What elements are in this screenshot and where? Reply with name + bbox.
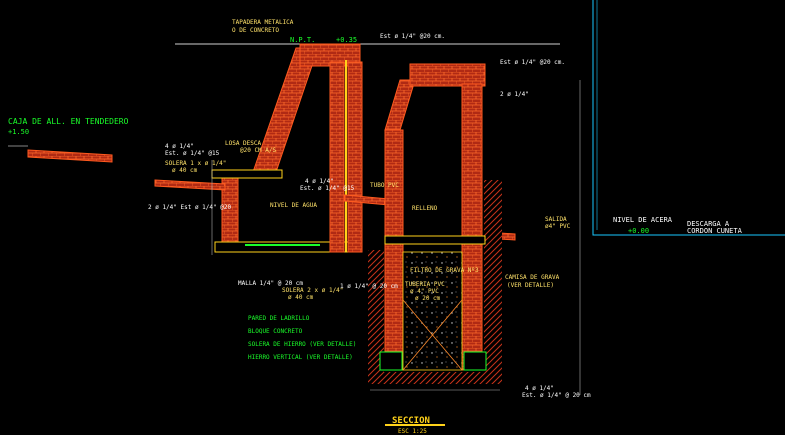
soleras-bottom: SOLERA 2 x ø 1/4" — [282, 287, 343, 294]
rubble-right — [484, 180, 502, 380]
est-left: Est. ø 1/4" @15 — [165, 150, 220, 157]
caja-level: +1.50 — [8, 128, 29, 136]
camisa-label-2: (VER DETALLE) — [507, 282, 554, 289]
left-pipe — [8, 145, 113, 163]
frame-line — [592, 0, 785, 236]
gravel-filter — [402, 251, 463, 371]
n20-label: @20 CM A/S — [240, 147, 277, 154]
malla-label: MALLA 1/4" @ 20 cm — [238, 280, 303, 287]
bars-bottom: 1 ø 1/4" @ 20 cm — [340, 283, 398, 290]
tubo-label-2: ø 4" PVC — [410, 288, 439, 295]
losa-label: LOSA DESCA — [225, 140, 262, 147]
relleno-label: RELLENO — [412, 205, 438, 212]
bottom-block-right — [463, 351, 487, 371]
tapadera-label: TAPADERA METALICA — [232, 19, 294, 26]
legend-2: BLOQUE CONCRETO — [248, 328, 303, 335]
tapadera-label-2: O DE CONCRETO — [232, 27, 279, 34]
caja-title: CAJA DE ALL. EN TENDEDERO — [8, 117, 129, 126]
right-cover — [409, 63, 486, 87]
descarga-label: DESCARGA A — [687, 220, 730, 228]
gravel-diagonals — [402, 299, 463, 371]
left-mid-pipe — [154, 179, 226, 191]
mid-shaft-right — [347, 61, 363, 253]
legend-3: SOLERA DE HIERRO (VER DETALLE) — [248, 341, 356, 348]
npt-label: N.P.T. — [290, 36, 315, 44]
right-wall-right — [461, 83, 483, 371]
cordon-label: CORDON CUNETA — [687, 227, 743, 235]
salida-label: SALIDA — [545, 216, 567, 223]
npt-level: +0.35 — [336, 36, 357, 44]
left-bars-mid: 4 ø 1/4" — [305, 178, 334, 185]
seccion-title: SECCION — [392, 416, 430, 426]
right-wall-left — [384, 129, 404, 371]
rubble-bottom — [368, 372, 502, 384]
lateral-note: TUBO PVC — [370, 182, 399, 189]
bottom-block-left — [379, 351, 403, 371]
soleras-label: SOLERA 1 x ø 1/4" — [165, 160, 226, 167]
salida-label-2: ø4" PVC — [545, 223, 571, 230]
est-top-right: Est ø 1/4" @20 cm. — [500, 59, 565, 66]
legend-4: HIERRO VERTICAL (VER DETALLE) — [248, 354, 353, 361]
bottom-right-label: 4 ø 1/4" — [525, 385, 554, 392]
left-box-slab — [211, 169, 283, 179]
camisa-label: CAMISA DE GRAVA — [505, 274, 560, 281]
mid-shaft-left — [329, 61, 345, 253]
bottom-right-label-2: Est. ø 1/4" @ 20 cm — [522, 392, 591, 399]
rubble-left — [368, 250, 384, 380]
four-bars-left: 4 ø 1/4" — [165, 143, 194, 150]
left-bars-mid-2: Est. ø 1/4" @15 — [300, 185, 355, 192]
nivel-agua: NIVEL DE AGUA — [270, 202, 317, 209]
est-top-left: Est ø 1/4" @20 cm. — [380, 33, 445, 40]
tubo-label: TUBERIA PVC — [405, 281, 445, 288]
tubo-label-3: ø 20 cm — [415, 295, 441, 302]
seccion-scale: ESC 1:25 — [398, 428, 427, 435]
two-bars: 2 ø 1/4" — [500, 91, 529, 98]
nivel-acera-level: +0.00 — [628, 227, 649, 235]
right-inclined-wall — [384, 79, 416, 131]
soleras-bottom-2: ø 40 cm — [288, 294, 314, 301]
nivel-acera-label: NIVEL DE ACERA — [613, 216, 673, 224]
two-left: 2 ø 1/4" Est ø 1/4" @20 — [148, 204, 231, 211]
soleras-label-2: ø 40 cm — [172, 167, 198, 174]
filtro-label: FILTRO DE GRAVA Nº3 — [410, 267, 479, 274]
right-chamber-floor — [384, 235, 486, 245]
legend-1: PARED DE LADRILLO — [248, 315, 310, 322]
